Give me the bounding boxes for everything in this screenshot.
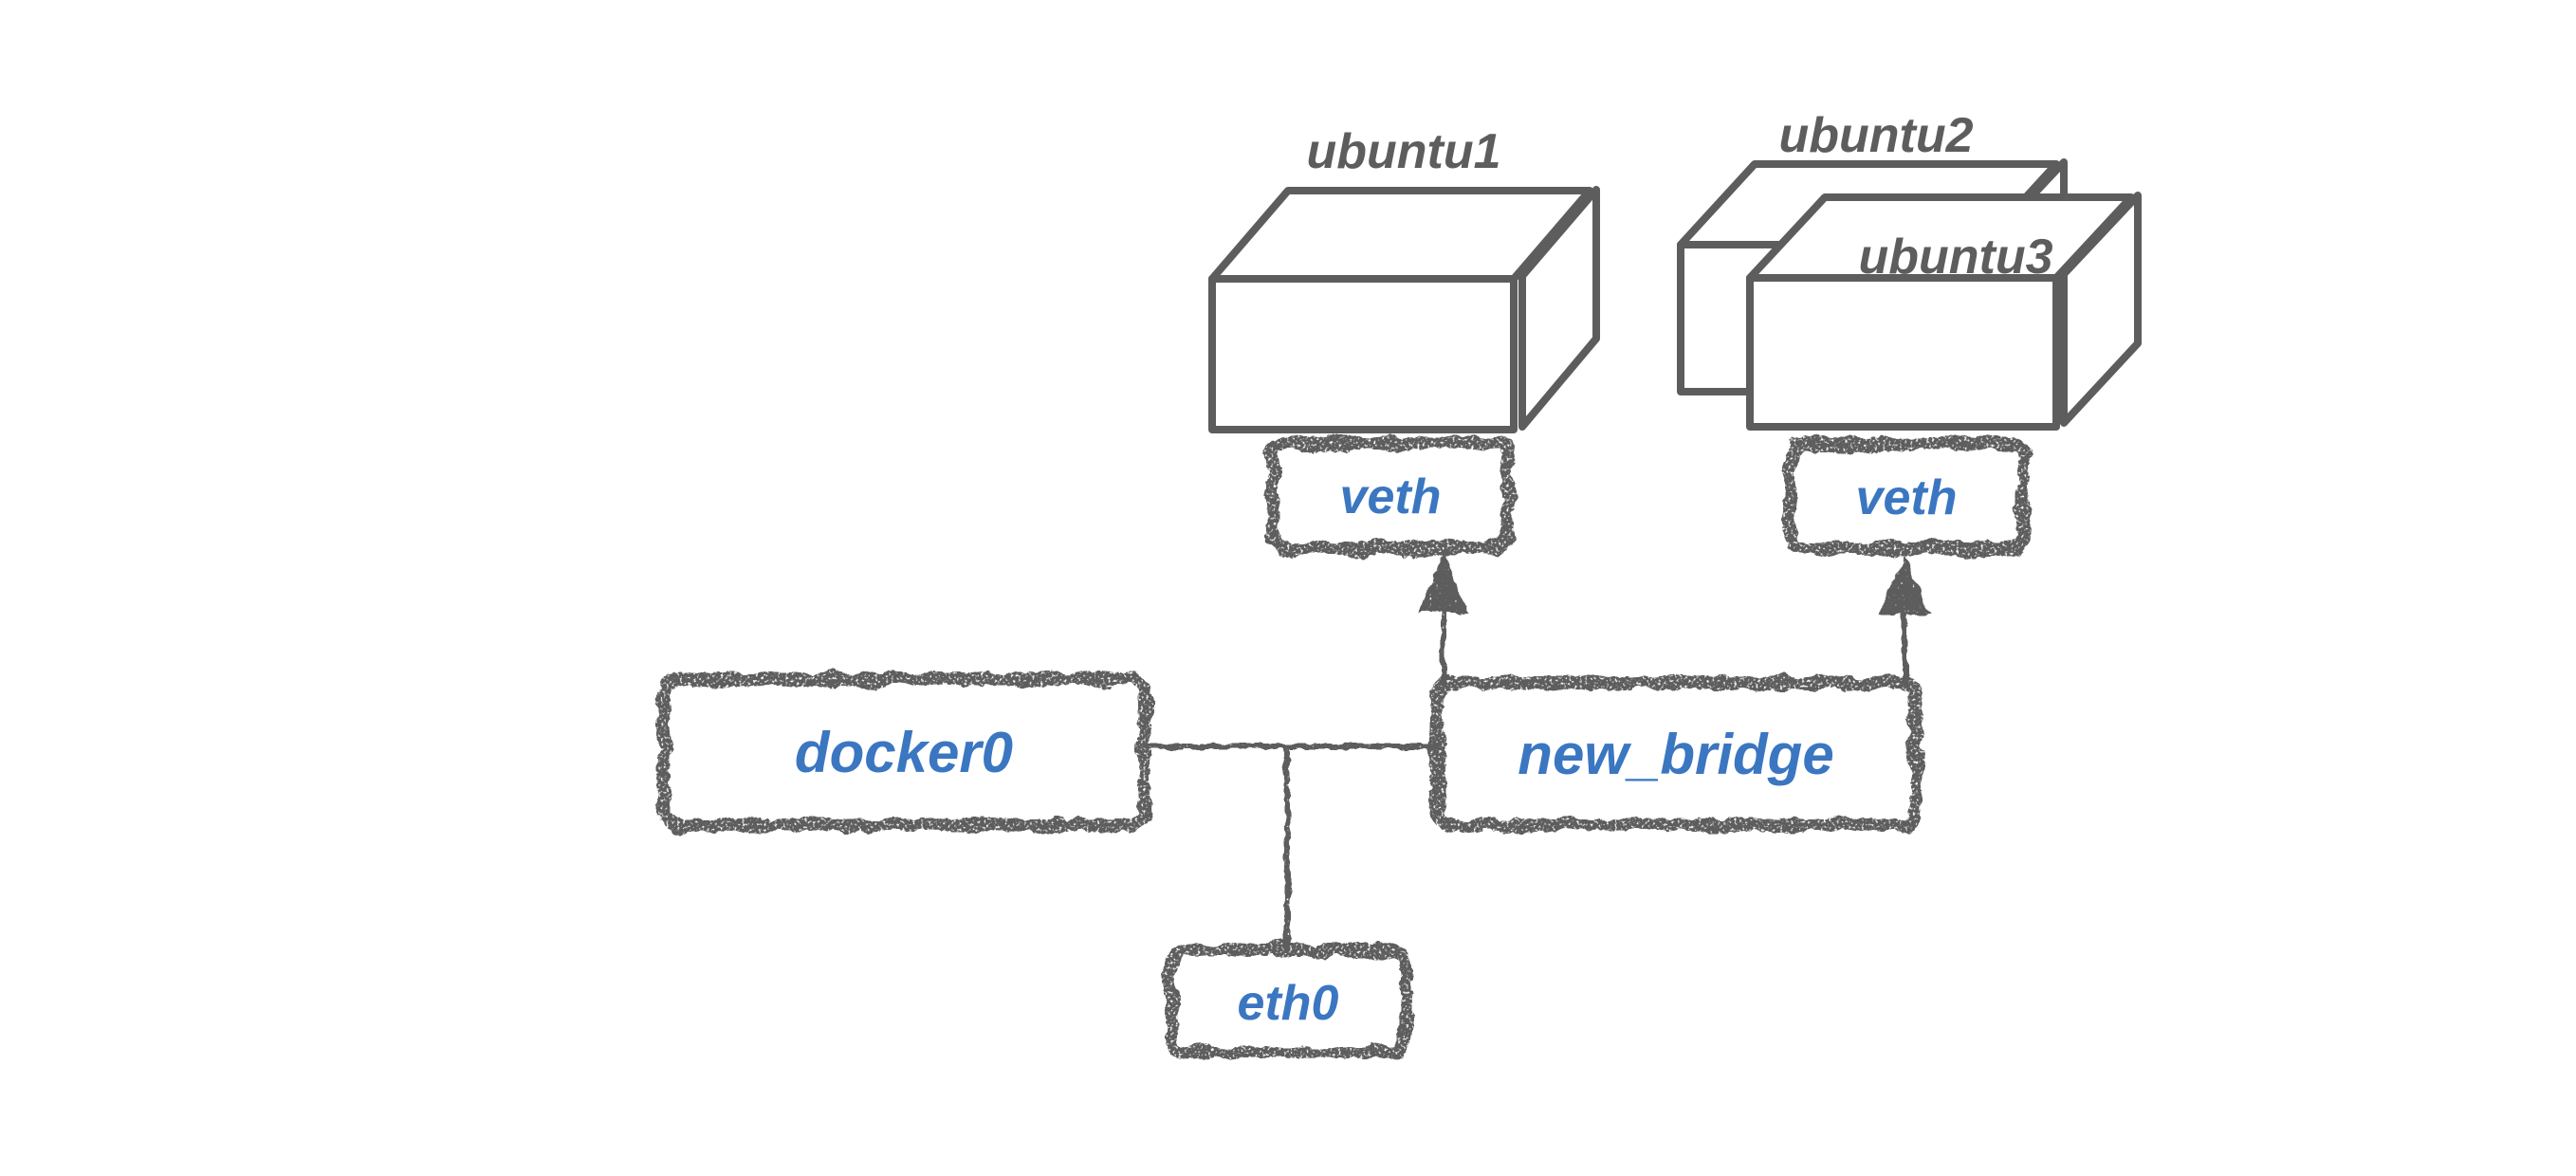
container-ubuntu1-label: ubuntu1	[1306, 124, 1500, 179]
arrow-up-icon	[1879, 556, 1930, 615]
node-new-bridge-label: new_bridge	[1518, 723, 1833, 786]
node-veth2-label: veth	[1856, 470, 1958, 525]
node-new-bridge: new_bridge	[1430, 676, 1923, 832]
node-new-bridge-box	[1430, 676, 1923, 832]
node-veth1-label: veth	[1340, 469, 1442, 524]
container-ubuntu3: ubuntu3	[1746, 192, 2142, 431]
node-veth1: veth	[1266, 436, 1515, 555]
container-ubuntu3-label: ubuntu3	[1858, 230, 2052, 285]
container-ubuntu3-front-face	[1746, 274, 2060, 431]
node-eth0: eth0	[1165, 944, 1412, 1059]
container-ubuntu3-right-face	[2060, 192, 2142, 427]
node-veth1-box	[1266, 436, 1515, 555]
node-docker0-label: docker0	[795, 721, 1013, 784]
container-ubuntu1-front-face	[1208, 275, 1518, 433]
container-ubuntu1-right-face	[1518, 186, 1600, 431]
node-docker0: docker0	[657, 672, 1151, 832]
node-eth0-box	[1165, 944, 1412, 1059]
edges	[1142, 554, 1930, 953]
node-eth0-label: eth0	[1238, 976, 1339, 1031]
node-veth2: veth	[1783, 437, 2030, 555]
node-veth2-box	[1783, 437, 2030, 555]
container-ubuntu2-label: ubuntu2	[1778, 108, 1973, 163]
arrow-up-icon	[1418, 554, 1469, 613]
node-docker0-box	[657, 672, 1151, 832]
container-ubuntu1: ubuntu1	[1208, 124, 1600, 433]
